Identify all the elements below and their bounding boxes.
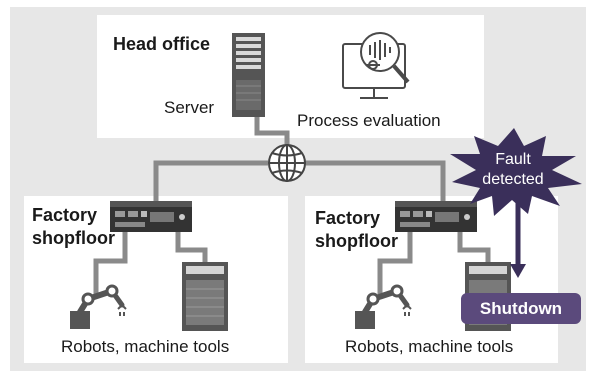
factory-right-title-line2: shopfloor — [315, 231, 398, 251]
fault-detected-label: Fault detected — [467, 150, 559, 190]
head-office-title: Head office — [113, 34, 211, 54]
factory-left-caption: Robots, machine tools — [61, 337, 230, 356]
right-robot-connector — [377, 232, 413, 294]
factory-left-title-line2: shopfloor — [32, 228, 115, 248]
starburst-icon — [450, 128, 582, 216]
factory-right-title-line1: Factory — [315, 208, 381, 228]
fault-arrow — [510, 202, 526, 278]
globe-left-connector — [153, 160, 268, 201]
industrial-pc-icon — [110, 201, 192, 232]
server-label: Server — [164, 98, 215, 117]
robot-arm-icon — [355, 284, 412, 329]
globe-network-icon — [268, 144, 306, 182]
industrial-pc-icon — [395, 201, 477, 232]
left-machine-connector — [175, 232, 208, 262]
process-evaluation-label: Process evaluation — [297, 111, 441, 130]
head-office-panel — [97, 15, 484, 138]
left-robot-connector — [93, 232, 128, 294]
shutdown-badge: Shutdown — [461, 293, 581, 324]
monitor-magnifier-icon — [342, 32, 410, 99]
machine-tool-icon — [182, 262, 228, 331]
globe-right-connector — [305, 160, 446, 201]
fault-label-line2: detected — [482, 171, 544, 188]
server-tower-icon — [232, 33, 265, 117]
right-machine-connector — [457, 232, 491, 262]
fault-label-line1: Fault — [495, 151, 531, 168]
factory-left-title-line1: Factory — [32, 205, 98, 225]
robot-arm-icon — [70, 284, 127, 329]
connector-lines — [93, 117, 491, 294]
server-globe-connector — [254, 117, 290, 145]
factory-right-caption: Robots, machine tools — [345, 337, 514, 356]
